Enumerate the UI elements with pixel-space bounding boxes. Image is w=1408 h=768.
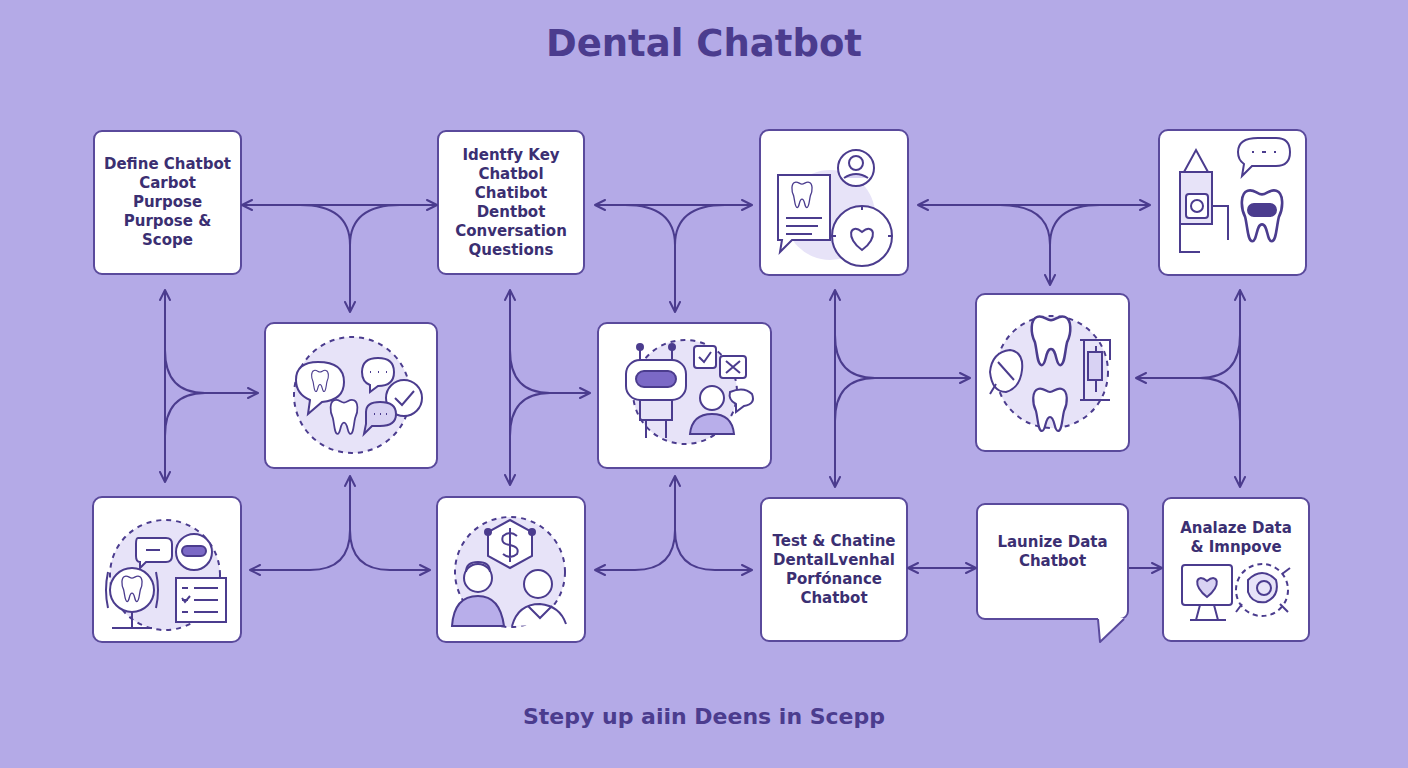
process-box: Identfy Key Chatbol Chatibot Dentbot Con… [437,130,585,275]
icon-boxes [93,130,1306,642]
patient-form-icon [106,520,226,630]
faq-bubbles-icon [294,337,422,453]
analytics-icon [1182,564,1290,620]
dental-chair-icon [1180,138,1290,252]
box-label: Define Chatbot Carbot Purpose Purpose & … [104,155,232,250]
billing-icon [452,517,566,627]
bubble-tail-fill [1098,618,1124,642]
box-label: Identfy Key Chatbol Chatibot Dentbot Con… [455,146,567,260]
connector-arrow [242,204,437,206]
process-box: Analaze Data & Imnpove [1162,497,1310,642]
box-label: Launize Data Chatbot [994,533,1112,571]
speech-bubble-box: Launize Data Chatbot [976,503,1129,620]
diagram-caption: Stepy up aiin Deens in Scepp [0,704,1408,729]
connector-arrow [1129,567,1162,569]
connector-arrow [908,567,976,569]
process-box: Test & Chatine DentalLvenhal Porfónance … [760,497,908,642]
diagram-title: Dental Chatbot [0,22,1408,65]
dental-care-icon [990,316,1110,431]
box-label: Test & Chatine DentalLvenhal Porfónance … [768,532,900,608]
bubble-tail [1098,619,1124,642]
process-box: Define Chatbot Carbot Purpose Purpose & … [93,130,242,275]
dental-record-icon [778,150,892,266]
box-label: Analaze Data & Imnpove [1173,519,1299,557]
robot-assistant-icon [626,340,753,444]
